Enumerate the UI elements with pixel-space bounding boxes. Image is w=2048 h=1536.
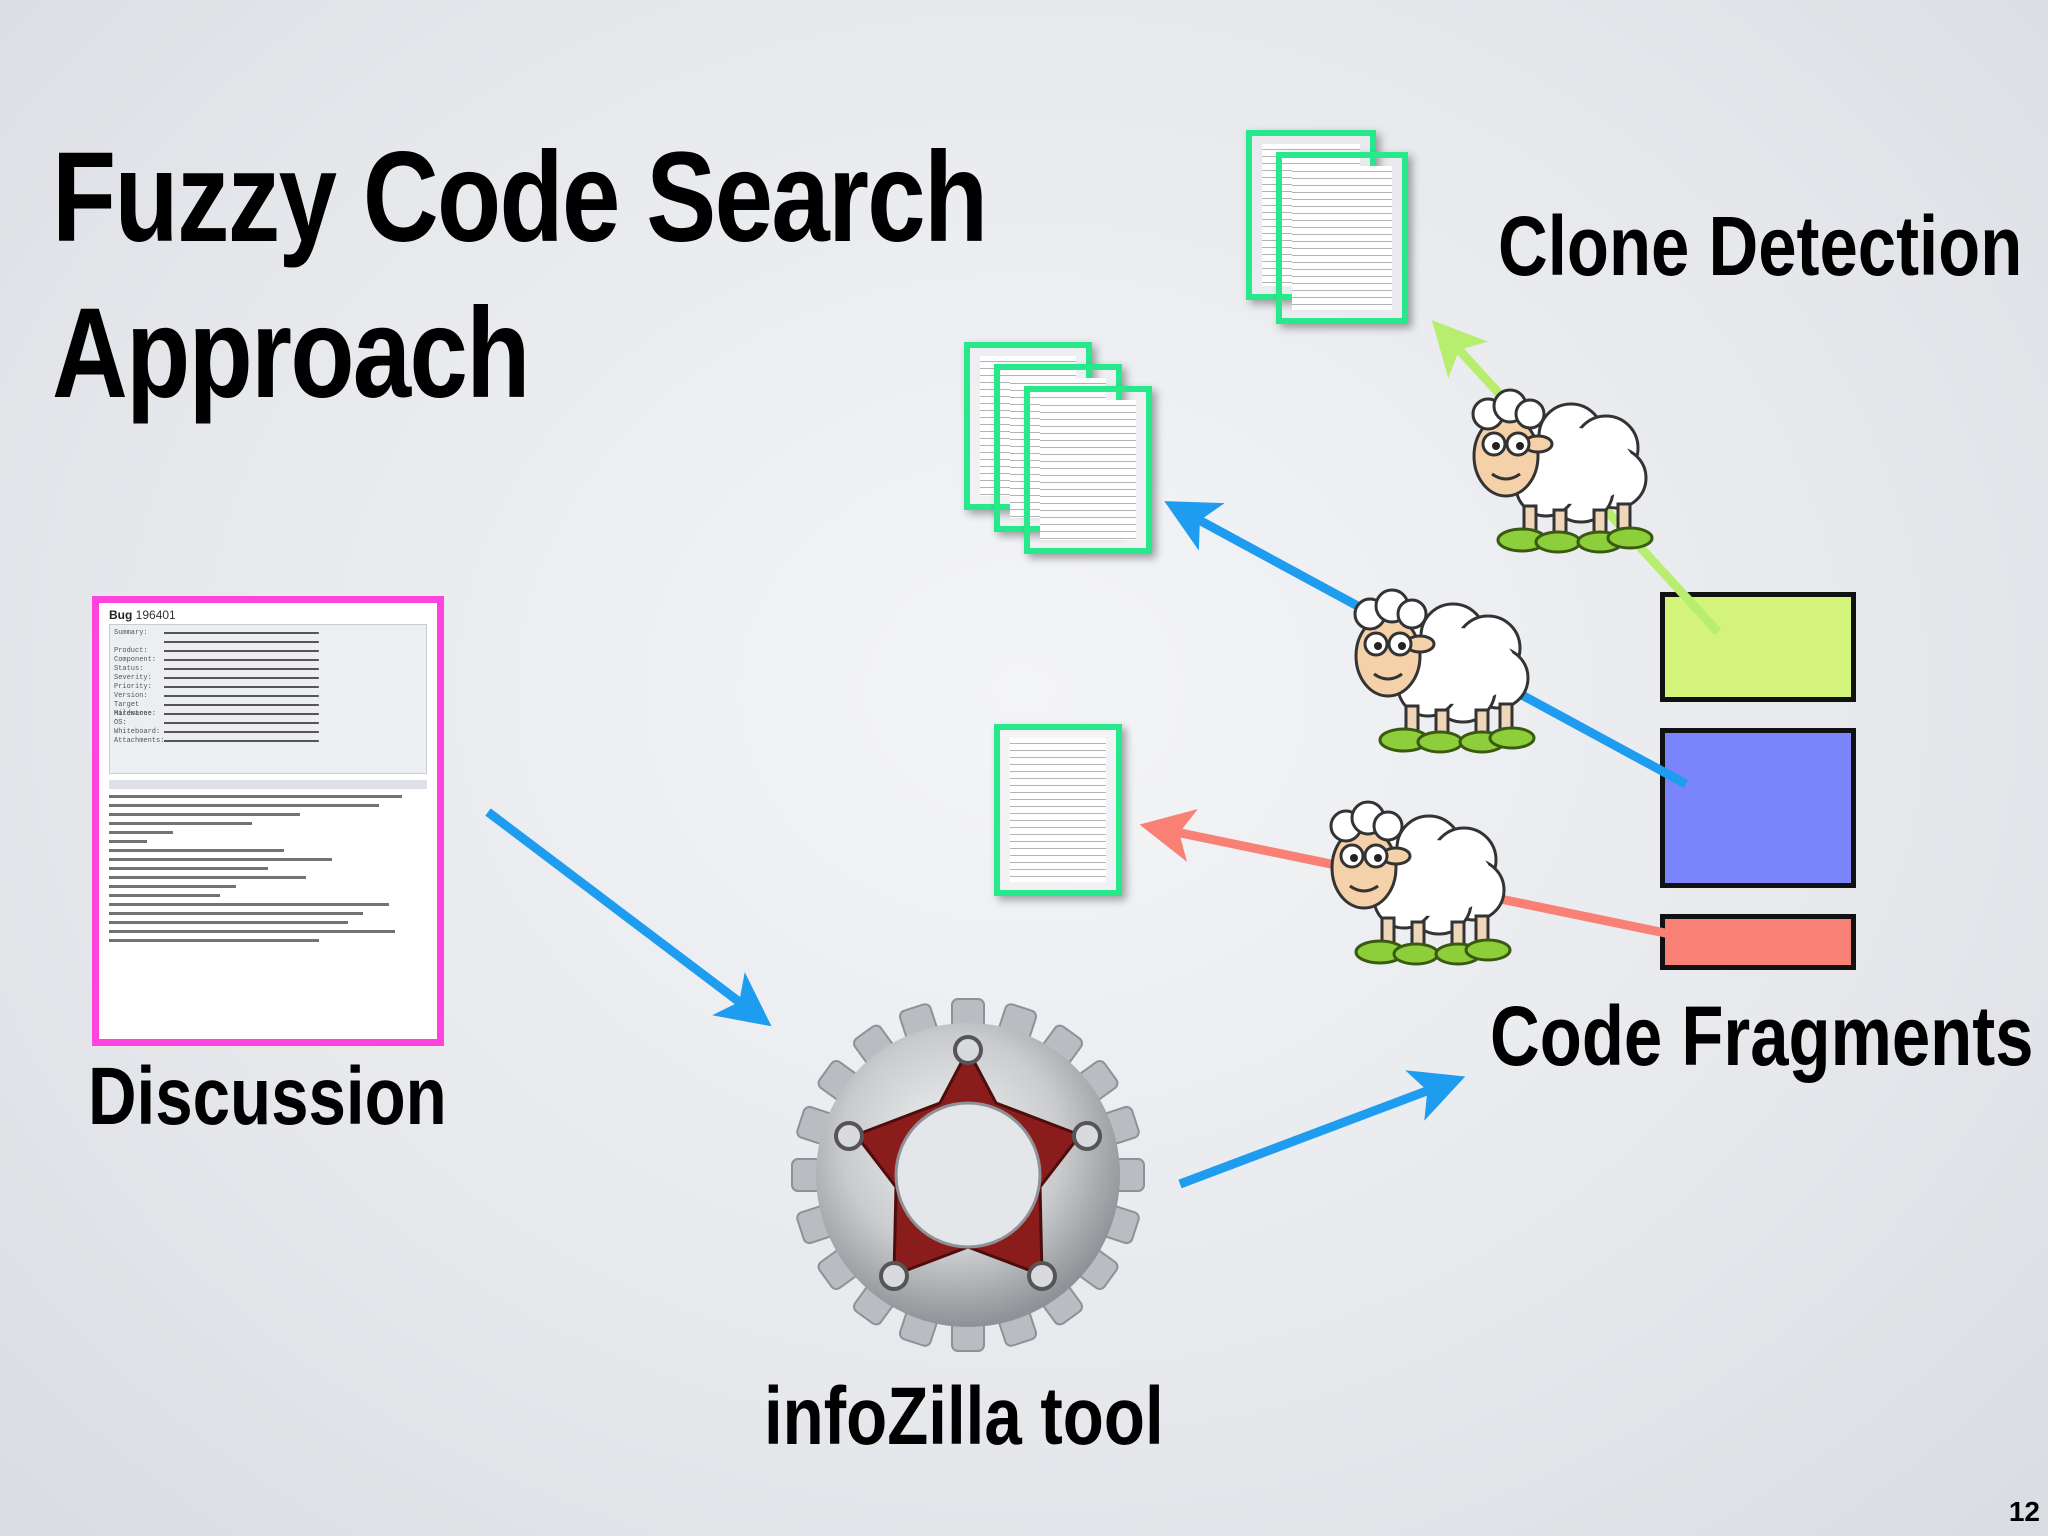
- bug-field: Target Milestone:: [114, 701, 157, 718]
- gear-icon: [791, 998, 1145, 1352]
- bug-field: Priority:: [114, 683, 152, 691]
- document-icon: [1024, 386, 1152, 554]
- label-code-fragments: Code Fragments: [1490, 989, 2034, 1083]
- comment-header: [109, 780, 427, 789]
- bug-field: OS:: [114, 719, 127, 727]
- title-line-1: Fuzzy Code Search: [52, 126, 988, 269]
- bug-field: Status:: [114, 665, 144, 673]
- bug-field: Severity:: [114, 674, 152, 682]
- discussion-bug-report: Bug 196401 Summary: Product: Component: …: [92, 596, 444, 1046]
- code-fragment-blue: [1660, 728, 1856, 888]
- bug-number: 196401: [135, 608, 176, 622]
- bug-field: Attachments:: [114, 737, 165, 745]
- bug-field: Component:: [114, 656, 157, 664]
- arrow-discussion-to-tool: [485, 808, 772, 1027]
- bug-title: Bug 196401: [109, 608, 427, 622]
- page-number: 12: [2008, 1496, 2040, 1527]
- label-clone-detection: Clone Detection: [1498, 199, 2023, 293]
- label-tool: infoZilla tool: [764, 1371, 1164, 1462]
- arrow-tool-to-fragments: [1178, 1070, 1466, 1189]
- bug-field: Version:: [114, 692, 148, 700]
- label-discussion: Discussion: [88, 1051, 447, 1142]
- bug-title-prefix: Bug: [109, 608, 133, 622]
- document-icon: [994, 724, 1122, 896]
- sheep-icon: [1353, 588, 1536, 754]
- bug-field: Product:: [114, 647, 148, 655]
- slide-title: Fuzzy Code Search Approach: [52, 120, 988, 432]
- comment-body: [109, 795, 427, 942]
- bug-field: Whiteboard:: [114, 728, 161, 736]
- bug-field: Hardware:: [114, 710, 152, 718]
- document-icon: [1276, 152, 1408, 324]
- title-line-2: Approach: [52, 282, 530, 425]
- sheep-icon: [1471, 388, 1654, 554]
- sheep-icon: [1329, 800, 1512, 966]
- bug-meta-table: Summary: Product: Component: Status: Sev…: [109, 624, 427, 774]
- code-fragment-red: [1660, 914, 1856, 970]
- bug-field: Summary:: [114, 629, 148, 637]
